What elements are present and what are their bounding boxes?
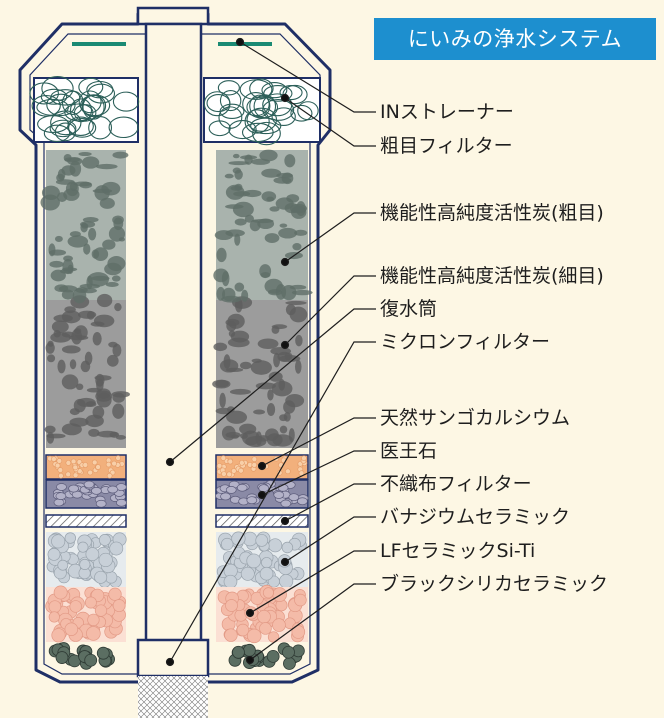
granular-layers <box>45 454 309 670</box>
label-iouseki: 医王石 <box>380 440 438 462</box>
recovery-tube <box>144 22 203 646</box>
leader-dot <box>280 557 290 567</box>
leader-line <box>284 212 376 263</box>
label-nonwoven-filter: 不織布フィルター <box>380 473 532 495</box>
leader-line <box>284 483 376 522</box>
leader-dot <box>235 37 245 47</box>
label-coarse-filter: 粗目フィルター <box>380 135 513 157</box>
leader-dot <box>245 655 255 665</box>
label-recovery-tube: 復水筒 <box>380 298 438 320</box>
micron-filter <box>136 638 210 678</box>
leader-dot <box>165 657 175 667</box>
leader-line <box>284 275 376 346</box>
label-micron-filter: ミクロンフィルター <box>380 331 551 353</box>
leader-dot <box>257 461 267 471</box>
leader-dot <box>280 93 290 103</box>
leader-dot <box>165 457 175 467</box>
leader-dot <box>280 257 290 267</box>
label-carbon-coarse: 機能性高純度活性炭(粗目) <box>380 202 604 224</box>
leader-line <box>249 583 376 661</box>
leader-dot <box>245 608 255 618</box>
leader-line <box>239 41 376 113</box>
leader-line <box>261 450 376 496</box>
leader-line <box>261 417 376 467</box>
diagram-title: にいみの浄水システム <box>374 18 656 60</box>
leader-line <box>169 341 376 663</box>
leader-line <box>284 516 376 563</box>
coarse-filter-layer <box>29 76 321 146</box>
leader-line <box>249 550 376 614</box>
top-cap <box>136 6 210 26</box>
activated-carbon-layer <box>40 149 313 448</box>
label-lf-ceramic: LFセラミックSi-Ti <box>380 540 536 562</box>
label-carbon-fine: 機能性高純度活性炭(細目) <box>380 265 604 287</box>
leader-dot <box>280 516 290 526</box>
leader-line <box>284 97 376 147</box>
label-black-silica: ブラックシリカセラミック <box>380 573 609 595</box>
leader-dot <box>257 490 267 500</box>
leader-lines <box>165 37 376 667</box>
leader-line <box>169 308 376 463</box>
outlet-mesh <box>138 676 208 718</box>
label-in-strainer: INストレーナー <box>380 101 514 123</box>
label-coral-calcium: 天然サンゴカルシウム <box>380 407 571 429</box>
leader-dot <box>280 340 290 350</box>
label-vanadium-ceramic: バナジウムセラミック <box>380 506 571 528</box>
